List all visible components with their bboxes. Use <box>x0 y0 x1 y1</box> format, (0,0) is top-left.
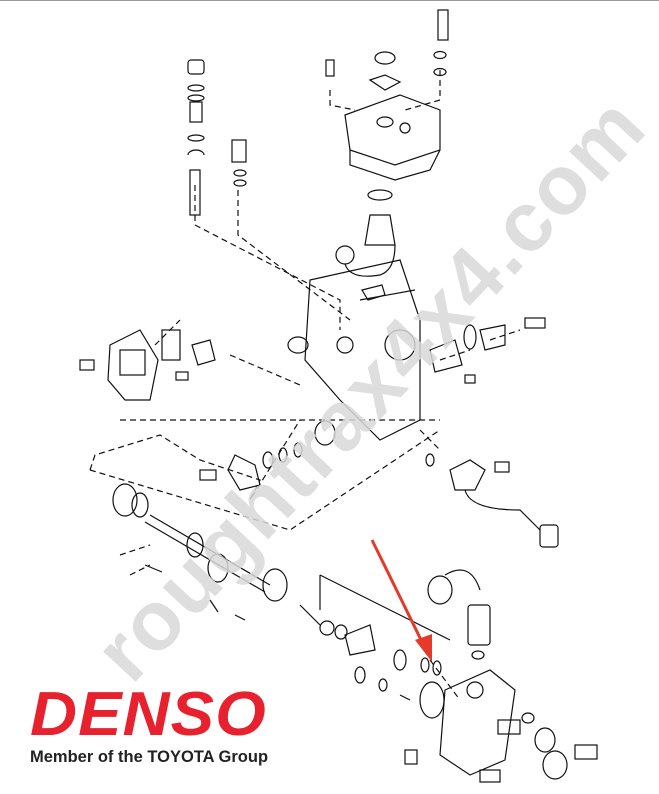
lower-head-assembly <box>299 569 598 783</box>
main-housing <box>287 259 421 446</box>
top-cover-assembly <box>325 9 449 301</box>
dashed-leader-lines <box>89 70 521 701</box>
left-stack-parts <box>187 59 247 216</box>
denso-logo: DENSO Member of the TOYOTA Group <box>30 684 268 767</box>
red-arrow-annotation <box>370 539 432 662</box>
logo-brand: DENSO <box>30 680 267 749</box>
left-bracket-parts <box>79 329 216 401</box>
top-border <box>0 0 659 1</box>
logo-tagline: Member of the TOYOTA Group <box>30 748 269 766</box>
drive-shaft-assembly <box>112 442 303 621</box>
right-side-parts <box>425 317 559 548</box>
